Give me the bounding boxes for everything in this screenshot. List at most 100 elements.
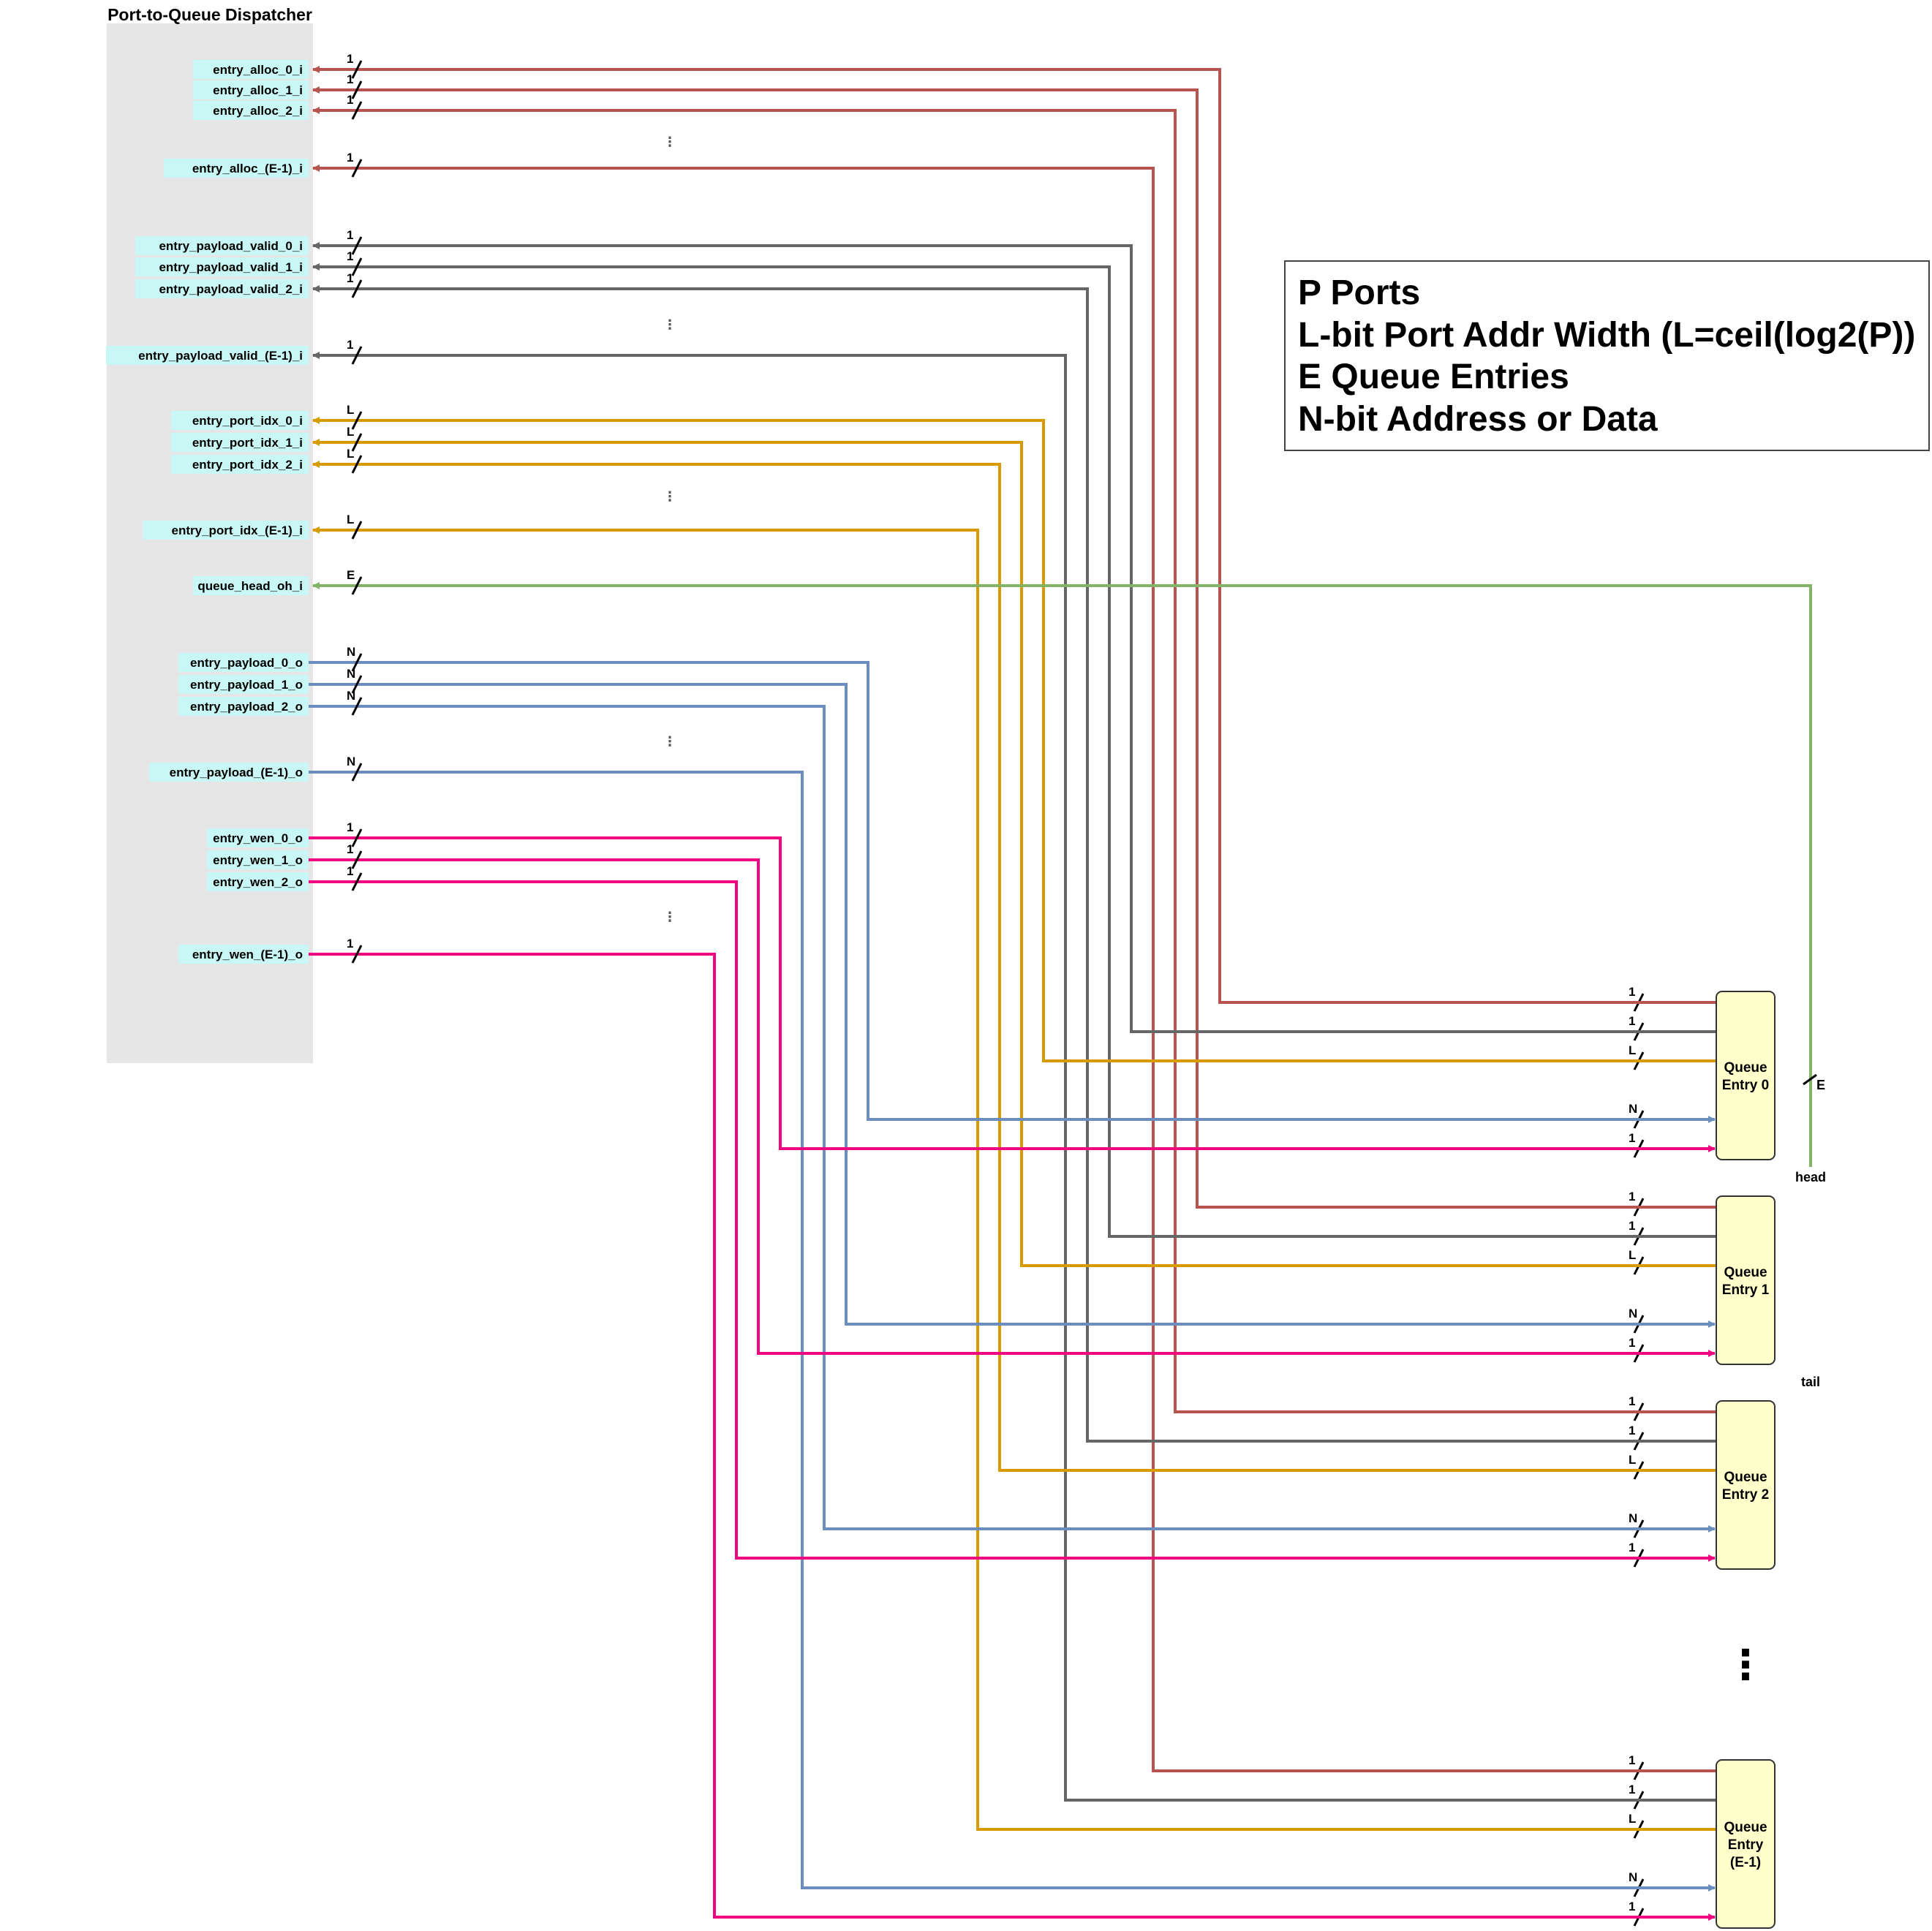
port-wen-tick — [351, 945, 363, 964]
legend-line-data-width: N-bit Address or Data — [1298, 400, 1658, 439]
entry-port_idx-width-label: L — [1629, 1812, 1636, 1826]
port-label: entry_alloc_(E-1)_i — [192, 162, 303, 175]
port-label: entry_payload_0_o — [190, 656, 303, 670]
port-payload-tick — [351, 697, 363, 716]
wire-payload_valid — [312, 263, 1716, 1238]
entry-payload_valid-width-label: 1 — [1629, 1424, 1635, 1437]
queue-entry-block — [1716, 1195, 1776, 1365]
queue-entry-label: Entry 0 — [1722, 1078, 1769, 1093]
port-wen-tick — [351, 850, 363, 869]
wire-payload_valid — [312, 285, 1716, 1443]
port-label-bg — [106, 346, 309, 365]
port-label-bg — [207, 872, 309, 891]
wire-wen — [306, 836, 1716, 1152]
port-payload-width-label: N — [347, 645, 355, 659]
port-alloc-tick — [351, 80, 363, 99]
port-payload_valid-tick — [351, 346, 363, 365]
port-payload_valid-tick — [351, 257, 363, 276]
port-label: entry_port_idx_2_i — [192, 458, 303, 472]
entry-payload_valid-width-label: 1 — [1629, 1014, 1635, 1028]
entry-payload_valid-width-label: 1 — [1629, 1219, 1635, 1233]
queue-entry-label: Queue — [1724, 1820, 1767, 1835]
port-payload-width-label: N — [347, 755, 355, 768]
wire-payload — [306, 683, 1716, 1328]
port-port_idx-tick — [351, 521, 363, 540]
port-payload-tick — [351, 763, 363, 782]
port-wen-width-label: 1 — [347, 937, 353, 951]
port-payload-width-label: N — [347, 667, 355, 681]
wire-port_idx — [312, 439, 1716, 1267]
port-wen-width-label: 1 — [347, 820, 353, 834]
entry-payload-width-label: N — [1629, 1102, 1637, 1116]
port-label: entry_wen_2_o — [213, 875, 303, 889]
port-port_idx-width-label: L — [347, 403, 354, 417]
port-wen-width-label: 1 — [347, 864, 353, 878]
wire-alloc — [312, 86, 1716, 1209]
port-alloc-tick — [351, 60, 363, 79]
port-label: queue_head_oh_i — [197, 579, 303, 593]
wire-port_idx — [312, 526, 1716, 1831]
queue-entry-block — [1716, 1759, 1776, 1929]
port-payload-width-label: N — [347, 689, 355, 703]
port-wen-tick — [351, 828, 363, 847]
entry-alloc-width-label: 1 — [1629, 985, 1635, 999]
port-label: entry_port_idx_(E-1)_i — [172, 524, 303, 537]
port-port_idx-tick — [351, 411, 363, 430]
entry-port_idx-width-label: L — [1629, 1248, 1636, 1262]
port-label-bg — [164, 159, 309, 178]
entry-wen-width-label: 1 — [1629, 1131, 1635, 1145]
entry-port_idx-width-label: L — [1629, 1043, 1636, 1057]
port-label: entry_port_idx_0_i — [192, 414, 303, 428]
wire-wen — [306, 858, 1716, 1357]
ellipsis-payload-valid: ⋮ — [663, 317, 676, 332]
port-payload-tick — [351, 675, 363, 694]
port-label-bg — [178, 653, 309, 672]
port-label-bg — [193, 101, 309, 120]
entry-alloc-width-label: 1 — [1629, 1753, 1635, 1767]
port-label: entry_payload_(E-1)_o — [170, 766, 303, 779]
port-label: entry_wen_1_o — [213, 853, 303, 867]
entry-ellipsis: ⋮ — [1725, 1641, 1766, 1688]
port-label: entry_payload_valid_0_i — [159, 239, 303, 253]
legend-line-ports: P Ports — [1298, 273, 1420, 312]
wire-alloc — [312, 107, 1716, 1413]
tail-label: tail — [1801, 1375, 1820, 1389]
port-label-bg — [149, 763, 309, 782]
queue-entry-block — [1716, 1400, 1776, 1570]
port-port_idx-tick — [351, 433, 363, 452]
port-alloc-tick — [351, 101, 363, 120]
port-label: entry_wen_(E-1)_o — [192, 948, 303, 961]
port-port_idx-width-label: L — [347, 447, 354, 461]
queue-entry-label: Queue — [1724, 1265, 1767, 1280]
wire-payload — [306, 771, 1716, 1892]
ellipsis-port-idx: ⋮ — [663, 489, 676, 504]
port-payload_valid-tick — [351, 279, 363, 298]
port-payload_valid-width-label: 1 — [347, 249, 353, 263]
entry-payload-width-label: N — [1629, 1870, 1637, 1884]
port-label-bg — [171, 433, 309, 452]
head-bus-width-label: E — [1816, 1078, 1825, 1092]
queue-entry-block — [1716, 991, 1776, 1160]
queue-entry-label: Entry 2 — [1722, 1487, 1769, 1503]
port-label: entry_payload_valid_1_i — [159, 260, 303, 274]
port-alloc-width-label: 1 — [347, 93, 353, 107]
entry-payload_valid-width-label: 1 — [1629, 1783, 1635, 1796]
port-label-bg — [178, 945, 309, 964]
queue-entry-label: Queue — [1724, 1470, 1767, 1485]
entry-wen-width-label: 1 — [1629, 1541, 1635, 1554]
entry-wen-width-label: 1 — [1629, 1336, 1635, 1350]
wire-payload_valid — [312, 242, 1716, 1033]
ellipsis-wen: ⋮ — [663, 910, 676, 924]
head-bus-tick — [1803, 1073, 1817, 1086]
port-alloc-width-label: 1 — [347, 52, 353, 66]
port-alloc-width-label: 1 — [347, 72, 353, 86]
legend-line-addr-width: L-bit Port Addr Width (L=ceil(log2(P)) — [1298, 316, 1915, 355]
port-label-bg — [135, 257, 309, 276]
port-label: entry_payload_valid_2_i — [159, 282, 303, 296]
port-queue_head-width-label: E — [347, 568, 355, 582]
port-label-bg — [135, 236, 309, 255]
wire-payload — [306, 661, 1716, 1123]
head-label: head — [1795, 1170, 1826, 1184]
port-label-bg — [171, 455, 309, 474]
